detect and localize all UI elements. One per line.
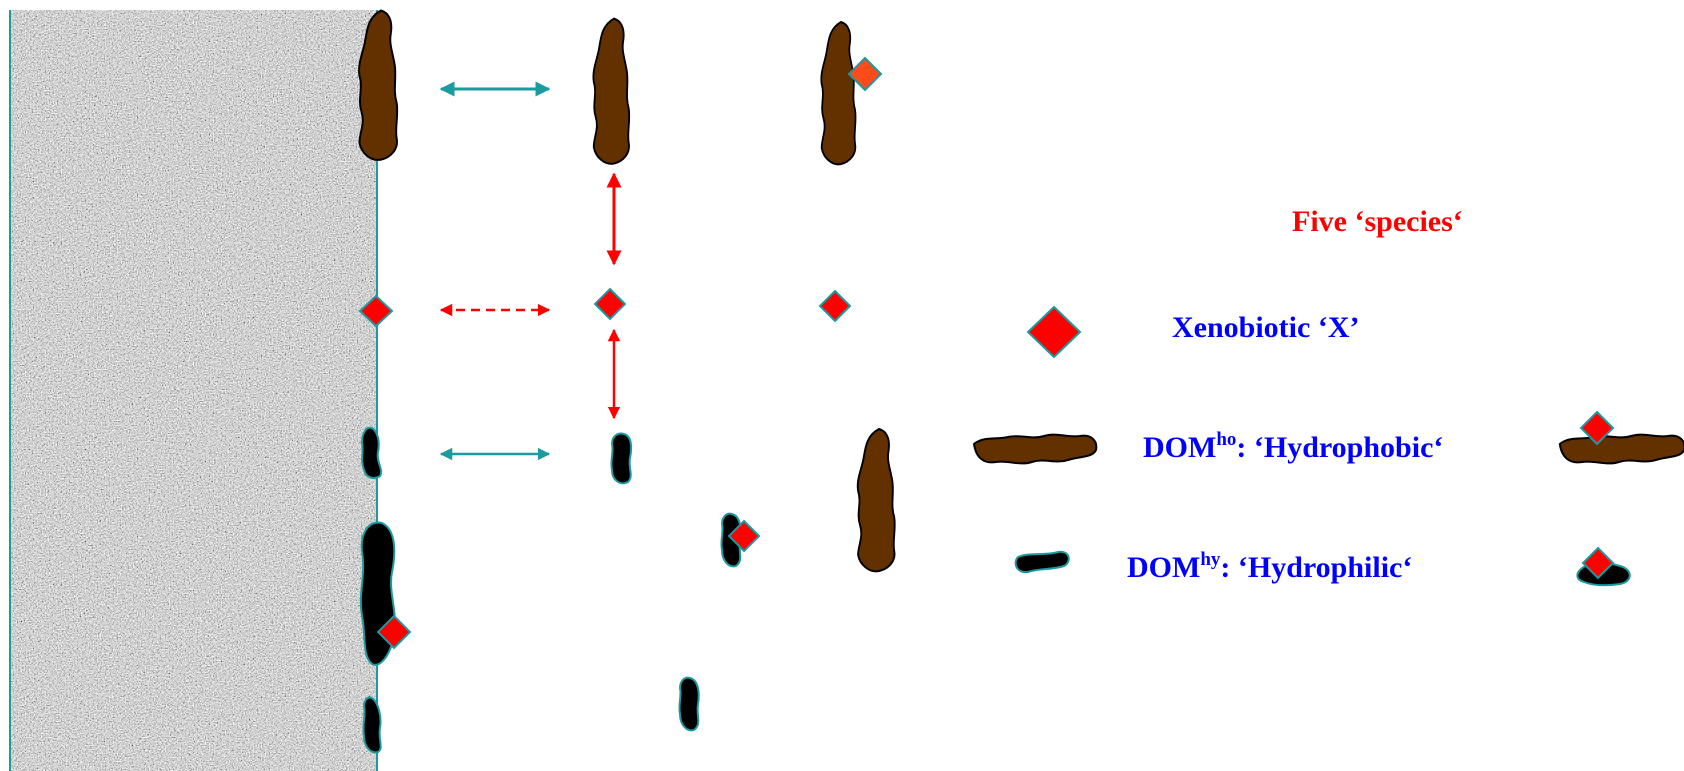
bound-xenobiotic (847, 56, 883, 92)
legend-xenobiotic-label: Xenobiotic ‘X’ (1172, 311, 1360, 344)
legend-hydrophobic-label: DOMho: ‘Hydrophobic‘ (1143, 429, 1444, 465)
legend-title: Five ‘species‘ (1292, 205, 1463, 238)
dom-ho-description: : ‘Hydrophobic‘ (1236, 431, 1444, 464)
sorbent-surface (9, 10, 378, 771)
hydrophobic-dom (856, 428, 896, 573)
legend-hydrophobic-complex-icon (1558, 433, 1684, 465)
dissolved-hydrophilic-dom (678, 676, 700, 732)
dom-hy-description: : ‘Hydrophilic‘ (1220, 551, 1413, 584)
sorbed-hydrophilic-dom (360, 426, 383, 479)
legend-xenobiotic-icon (1026, 305, 1082, 359)
dom-hy-superscript: hy (1200, 549, 1221, 570)
legend-hydrophilic-dom-icon (1014, 550, 1070, 574)
dissolved-hydrophilic-dom (610, 432, 633, 485)
bound-xenobiotic (376, 614, 412, 650)
dom-hy-base: DOM (1127, 551, 1201, 584)
hydrophobic-dom-complex (820, 21, 857, 166)
dom-ho-base: DOM (1143, 431, 1217, 464)
sorbed-hydrophilic-dom (362, 696, 382, 754)
legend-hydrophilic-label: DOMhy: ‘Hydrophilic‘ (1127, 549, 1413, 585)
dissolved-hydrophobic-dom (592, 17, 631, 165)
free-xenobiotic (818, 289, 852, 323)
sorbed-xenobiotic (358, 294, 394, 328)
legend-bound-xenobiotic-icon (1579, 410, 1615, 446)
dissolved-xenobiotic (593, 287, 627, 321)
dom-ho-superscript: ho (1216, 429, 1237, 450)
bound-xenobiotic (727, 519, 761, 553)
legend-bound-xenobiotic-icon (1581, 546, 1615, 580)
legend-hydrophobic-dom-icon (973, 433, 1098, 465)
